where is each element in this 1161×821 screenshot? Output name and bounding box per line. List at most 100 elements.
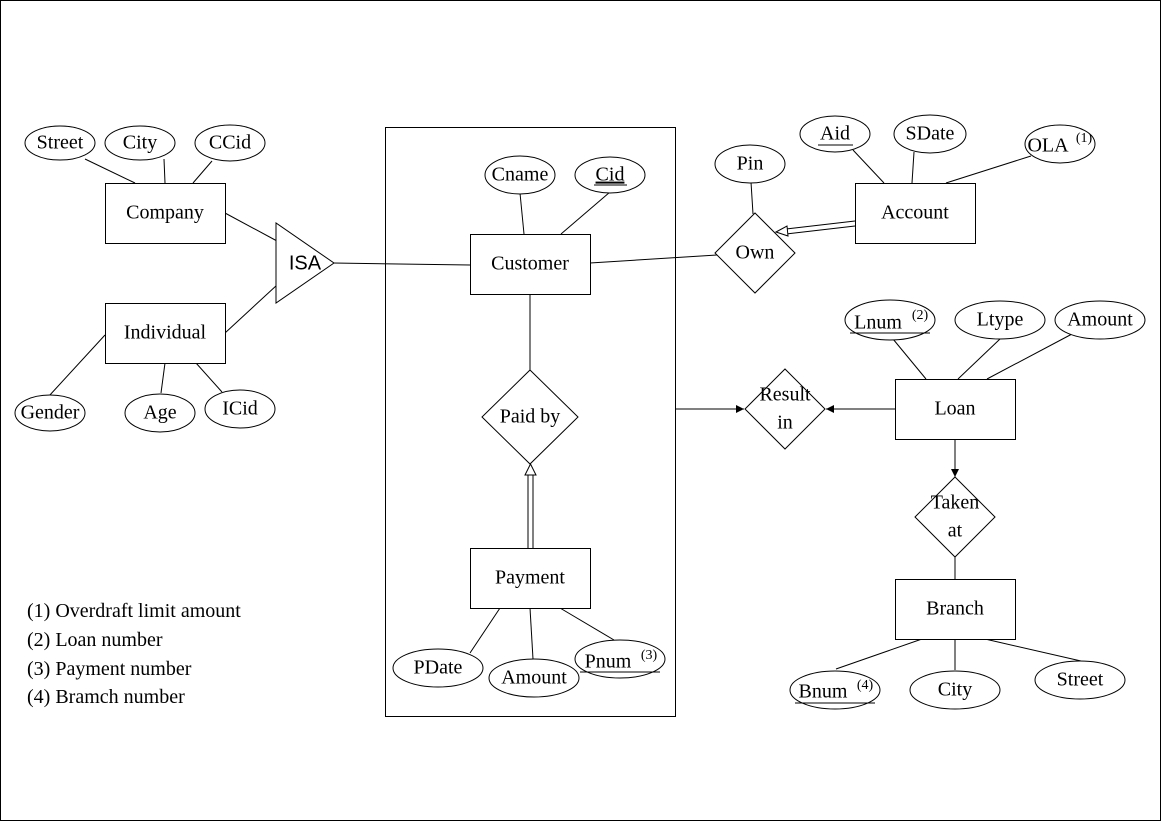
attribute-company-city: City <box>104 125 176 161</box>
attribute-loan-ltype-label: Ltype <box>977 309 1024 331</box>
line-account-aid <box>852 149 885 184</box>
entity-individual: Individual <box>105 303 226 364</box>
line-customer-cname <box>519 192 525 235</box>
attribute-account-aid: Aid <box>799 115 871 153</box>
line-company-ccid <box>192 160 213 184</box>
line-isa-customer <box>332 262 471 266</box>
attribute-company-ccid-label: CCid <box>209 132 251 154</box>
footnote-1: (1) Overdraft limit amount <box>27 600 241 622</box>
attribute-branch-street: Street <box>1034 660 1126 700</box>
footnote-2: (2) Loan number <box>27 629 163 651</box>
attribute-company-ccid: CCid <box>194 124 266 162</box>
attribute-customer-cid: Cid <box>574 156 646 194</box>
relationship-taken-at-label-line2: at <box>948 520 963 542</box>
line-payment-pnum <box>559 607 615 641</box>
attribute-branch-street-label: Street <box>1057 669 1104 691</box>
line-individual-icid <box>195 362 223 393</box>
isa-label: ISA <box>289 252 322 274</box>
connector-lines <box>48 149 1082 670</box>
attribute-company-street: Street <box>24 125 96 161</box>
arrowhead-payment-paidby <box>524 462 537 476</box>
line-individual-isa <box>224 284 278 334</box>
footnote-4: (4) Bramch number <box>27 686 185 708</box>
attribute-individual-age-label: Age <box>143 402 176 424</box>
attribute-loan-lnum-note: (2) <box>912 308 929 323</box>
attribute-account-ola-note: (1) <box>1076 131 1093 146</box>
line-company-city <box>163 158 166 184</box>
attribute-company-city-label: City <box>123 132 157 154</box>
relationship-result-in-label-line2: in <box>777 412 793 434</box>
entity-branch-label: Branch <box>926 598 984 620</box>
relationship-paid-by: Paid by <box>481 369 579 465</box>
attribute-account-pin-label: Pin <box>737 153 764 175</box>
line-company-street <box>84 158 136 184</box>
attribute-account-ola-label: OLA <box>1027 135 1069 157</box>
aggregation-box <box>385 127 676 717</box>
attribute-account-sdate-label: SDate <box>906 123 955 145</box>
attribute-payment-pnum-note: (3) <box>641 648 658 663</box>
relationship-own: Own <box>714 212 796 294</box>
relationship-taken-at-label-line1: Taken <box>931 492 980 514</box>
attribute-individual-icid: ICid <box>204 389 276 429</box>
attribute-loan-lnum: Lnum (2) <box>844 299 936 341</box>
attribute-account-aid-label: Aid <box>820 123 850 145</box>
attribute-payment-pnum-label: Pnum <box>585 651 632 673</box>
line-payment-pdate <box>469 607 501 654</box>
attribute-payment-pdate-label: PDate <box>414 657 463 679</box>
attribute-payment-amount: Amount <box>488 658 580 698</box>
attribute-customer-cname: Cname <box>484 155 556 195</box>
attribute-individual-icid-label: ICid <box>222 398 258 420</box>
line-customer-own <box>589 254 718 264</box>
attribute-loan-ltype: Ltype <box>954 300 1046 340</box>
attribute-payment-pdate: PDate <box>392 648 484 688</box>
attribute-payment-pnum: Pnum (3) <box>574 639 666 679</box>
attribute-loan-amount: Amount <box>1054 300 1146 340</box>
arrowhead-account-own <box>774 225 789 237</box>
attribute-company-street-label: Street <box>37 132 84 154</box>
entity-loan-label: Loan <box>934 398 975 420</box>
line-individual-age <box>160 362 166 394</box>
line-branch-street <box>984 638 1082 662</box>
footnote-3: (3) Payment number <box>27 658 192 680</box>
attribute-individual-gender-label: Gender <box>21 402 80 424</box>
line-account-own-a <box>785 220 856 230</box>
attribute-branch-bnum-label: Bnum <box>799 681 848 703</box>
attribute-account-ola: OLA (1) <box>1024 124 1096 164</box>
line-account-ola <box>945 155 1032 184</box>
attribute-account-sdate: SDate <box>893 114 967 154</box>
entity-customer: Customer <box>470 234 591 295</box>
entity-account: Account <box>855 183 976 244</box>
attribute-customer-cid-label: Cid <box>596 164 625 186</box>
relationship-paid-by-label: Paid by <box>500 406 561 428</box>
attribute-branch-bnum-note: (4) <box>857 678 874 693</box>
attribute-customer-cname-label: Cname <box>492 164 549 186</box>
attribute-loan-lnum-label: Lnum <box>854 312 902 334</box>
line-account-sdate <box>911 151 915 184</box>
entity-payment-label: Payment <box>495 567 565 589</box>
attribute-account-pin: Pin <box>714 144 786 184</box>
attribute-payment-amount-label: Amount <box>501 667 567 689</box>
entity-branch: Branch <box>895 579 1016 640</box>
line-individual-gender <box>48 334 106 397</box>
relationship-result-in-label-line1: Result <box>759 384 811 406</box>
attribute-individual-gender: Gender <box>14 394 86 432</box>
attribute-individual-age: Age <box>124 393 196 433</box>
entity-company: Company <box>105 183 226 244</box>
entity-customer-label: Customer <box>491 253 569 275</box>
line-payment-amount <box>529 607 534 660</box>
line-loan-lnum <box>892 338 927 380</box>
relationship-taken-at: Taken at <box>914 476 996 558</box>
attribute-loan-amount-label: Amount <box>1067 309 1133 331</box>
line-own-pin <box>750 181 754 215</box>
entity-individual-label: Individual <box>124 322 207 344</box>
line-customer-cid <box>560 191 611 235</box>
entity-loan: Loan <box>895 379 1016 440</box>
attribute-branch-city-label: City <box>938 679 972 701</box>
entity-payment: Payment <box>470 548 591 609</box>
line-branch-bnum <box>835 638 923 670</box>
line-loan-ltype <box>957 338 1001 380</box>
line-loan-amount <box>986 333 1073 380</box>
isa-triangle: ISA <box>275 222 335 304</box>
entity-company-label: Company <box>126 202 204 224</box>
